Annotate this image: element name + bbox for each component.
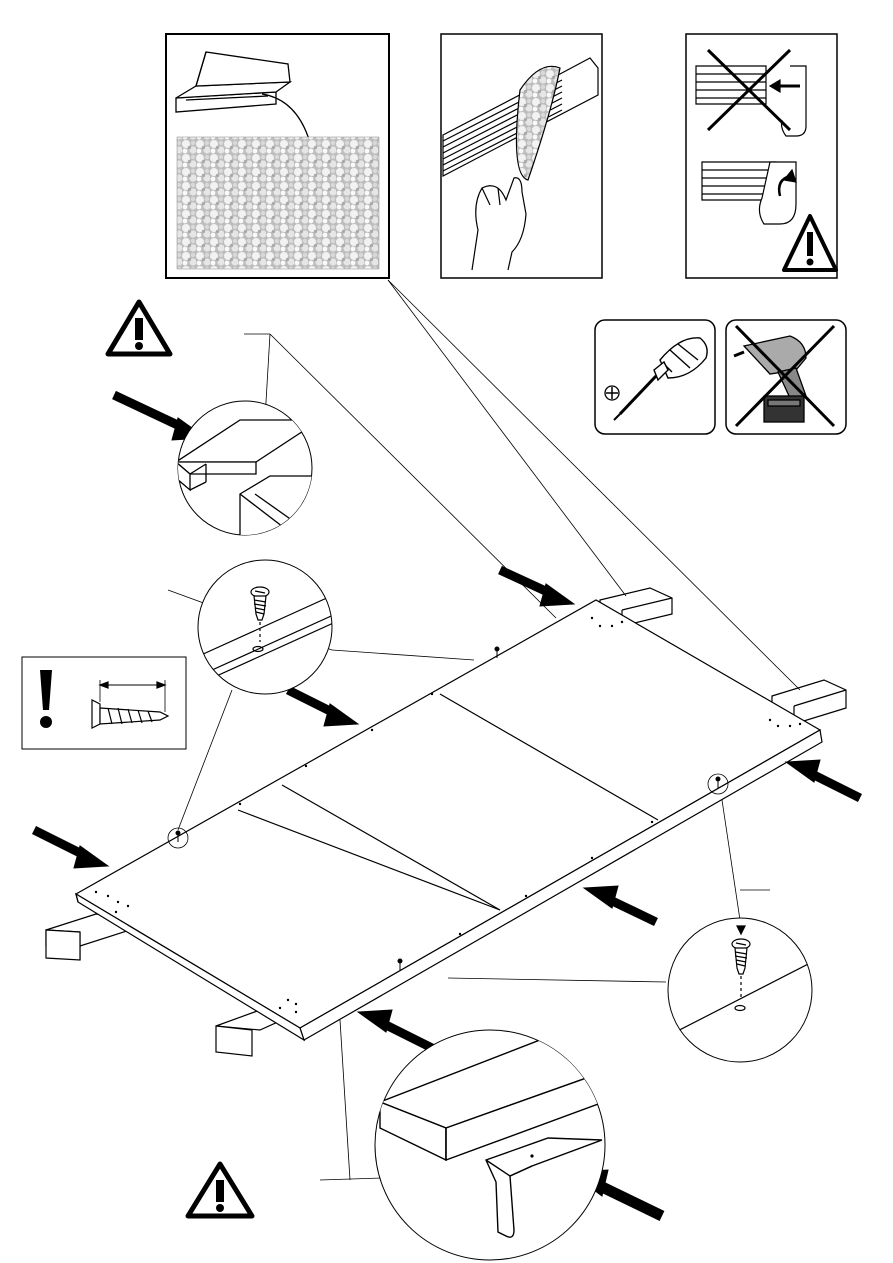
arrow-icon bbox=[500, 570, 574, 606]
arrow-icon bbox=[288, 690, 358, 726]
arrow-icon bbox=[34, 830, 108, 868]
arrow-icon bbox=[358, 1010, 432, 1048]
phillips-plus-icon bbox=[605, 386, 619, 400]
warning-triangle-icon bbox=[188, 1164, 252, 1216]
detail-circle-screw-right bbox=[660, 918, 820, 1062]
detail-circle-screw-left bbox=[190, 560, 340, 694]
peel-protective-film-panel bbox=[441, 34, 602, 278]
arrow-icon bbox=[584, 886, 656, 922]
packaging-foam-panel bbox=[166, 34, 389, 278]
foam-texture-image bbox=[177, 137, 379, 269]
detail-circle-clip-top bbox=[176, 401, 330, 540]
arrow-icon bbox=[786, 760, 860, 798]
detail-circle-clip-bottom bbox=[375, 1030, 620, 1260]
power-drill-forbidden-panel bbox=[726, 320, 846, 434]
screw-length-note-box bbox=[22, 657, 186, 749]
phillips-screwdriver-panel bbox=[595, 320, 715, 434]
warning-triangle-icon bbox=[108, 302, 170, 354]
edge-film-warning-panel bbox=[686, 34, 837, 278]
